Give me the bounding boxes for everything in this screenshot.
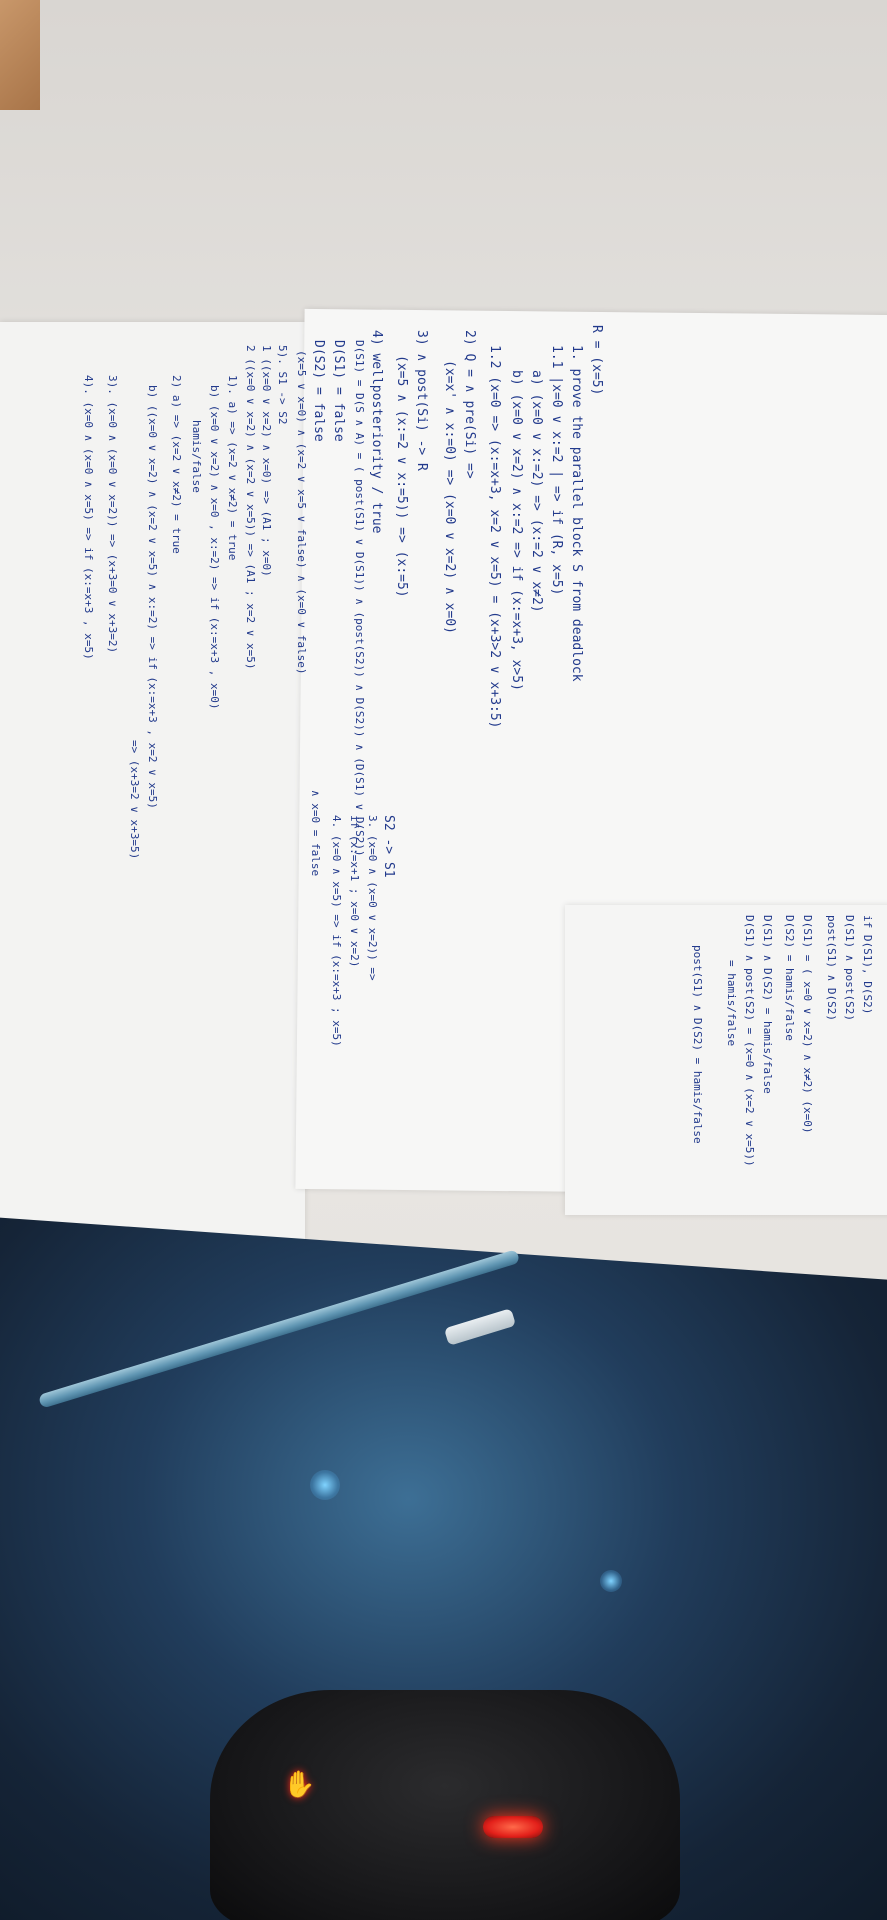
handwriting-line: D(S1) ∧ D(S2) = hamis/false <box>761 915 774 1094</box>
handwriting-line: (x=5 ∨ x=0) ∧ (x=2 ∨ x=5 ∨ false) ∧ (x=0… <box>295 350 308 675</box>
handwriting-line: b) ((x=0 ∨ x=2) ∧ (x=2 ∨ x=5) ∧ x:=2) =>… <box>146 385 159 809</box>
handwriting-line: 4. (x=0 ∧ x=5) => if (x:=x+3 ; x=5) <box>330 815 343 1047</box>
handwriting-line: 3. (x=0 ∧ (x=0 ∨ x=2)) => <box>366 815 379 981</box>
handwriting-line: 1.1 |x=0 ∨ x:=2 | => if (R, x=5) <box>549 345 564 596</box>
handwriting-line: 1. prove the parallel block S from deadl… <box>569 345 584 682</box>
wooden-edge <box>0 0 40 110</box>
handwriting-line: if D(S1), D(S2) <box>861 915 874 1015</box>
handwriting-line: 5). S1 -> S2 <box>276 345 289 425</box>
handwriting-line: D(S2) = hamis/false <box>783 915 796 1041</box>
handwriting-line: post(S1) ∧ D(S2) <box>825 915 838 1021</box>
handwriting-line: D(S1) = ( x=0 ∨ x=2) ∧ x≠2) (x=0) <box>801 915 814 1134</box>
computer-mouse <box>210 1690 680 1920</box>
handwriting-line: 2) a) => (x=2 ∨ x≠2) = true <box>170 375 183 554</box>
paper-sheet-right <box>565 905 887 1215</box>
handwriting-line: b) (x=0 ∨ x=2) ∧ x=0 , x:=2) => if (x:=x… <box>208 385 221 710</box>
handwriting-line: 4). (x=0 ∧ (x=0 ∧ x=5) => if (x:=x+3 , x… <box>82 375 95 660</box>
handwriting-line: 1). a) => (x=2 ∨ x≠2) = true <box>226 375 239 561</box>
handwriting-line: D(S2) = false <box>311 340 326 442</box>
handwriting-line: if (x:=x+1 ; x=0 ∨ x=2) <box>348 815 361 968</box>
mousepad-glow <box>600 1570 622 1592</box>
handwriting-line: 3) ∧ post(Si) -> R <box>414 330 429 471</box>
handwriting-line: D(S1) = false <box>331 340 346 442</box>
handwriting-line: D(S1) ∧ post(S2) <box>843 915 856 1021</box>
handwriting-line: a) (x=0 ∨ x:=2) => (x:=2 ∨ x≠2) <box>529 370 544 613</box>
handwriting-line: (x=x' ∧ x:=0) => (x=0 ∨ x=2) ∧ x=0) <box>442 360 457 634</box>
handwriting-line: post(S1) ∧ D(S2) = hamis/false <box>691 945 704 1144</box>
mousepad-glow <box>310 1470 340 1500</box>
handwriting-line: S2 -> S1 <box>381 815 396 878</box>
handwriting-line: ∧ x=0 = false <box>309 790 322 877</box>
mouse-logo-icon: ✋ <box>283 1770 316 1800</box>
handwriting-line: 1.2 (x=0 => (x:=x+3, x=2 ∨ x=5) = (x+3>2… <box>487 345 502 729</box>
handwriting-line: R = (x=5) <box>589 325 604 396</box>
handwriting-line: D(S1) ∧ post(S2) = (x=0 ∧ (x=2 ∨ x=5)) <box>743 915 756 1167</box>
paper-sheet-left <box>0 322 305 1242</box>
mouse-led-light <box>483 1816 543 1838</box>
handwriting-line: D(S1) = D(S ∧ A) = ( post(S1) ∨ D(S1)) ∧… <box>353 340 366 857</box>
handwriting-line: = hamis/false <box>725 960 738 1047</box>
handwriting-line: 3). (x=0 ∧ (x=0 ∨ x=2)) => (x+3=0 ∨ x+3=… <box>106 375 119 654</box>
handwriting-line: b) (x=0 ∨ x=2) ∧ x:=2 => if (x:=x+3, x>5… <box>509 370 524 691</box>
handwriting-line: 2) Q = ∧ pre(Si) => <box>462 330 477 479</box>
handwriting-line: 2 ((x=0 ∨ x=2) ∧ (x=2 ∨ x=5)) => (A1 ; x… <box>244 345 257 670</box>
handwriting-line: 4) wellposteriority / true <box>369 330 384 534</box>
handwriting-line: => (x+3=2 ∨ x+3=5) <box>128 740 141 860</box>
handwriting-line: (x=5 ∧ (x:=2 ∨ x:=5)) => (x:=5) <box>394 355 409 598</box>
handwriting-line: hamis/false <box>190 420 203 493</box>
handwriting-line: 1 ((x=0 ∨ x=2) ∧ x=0) => (A1 ; x=0) <box>260 345 273 577</box>
